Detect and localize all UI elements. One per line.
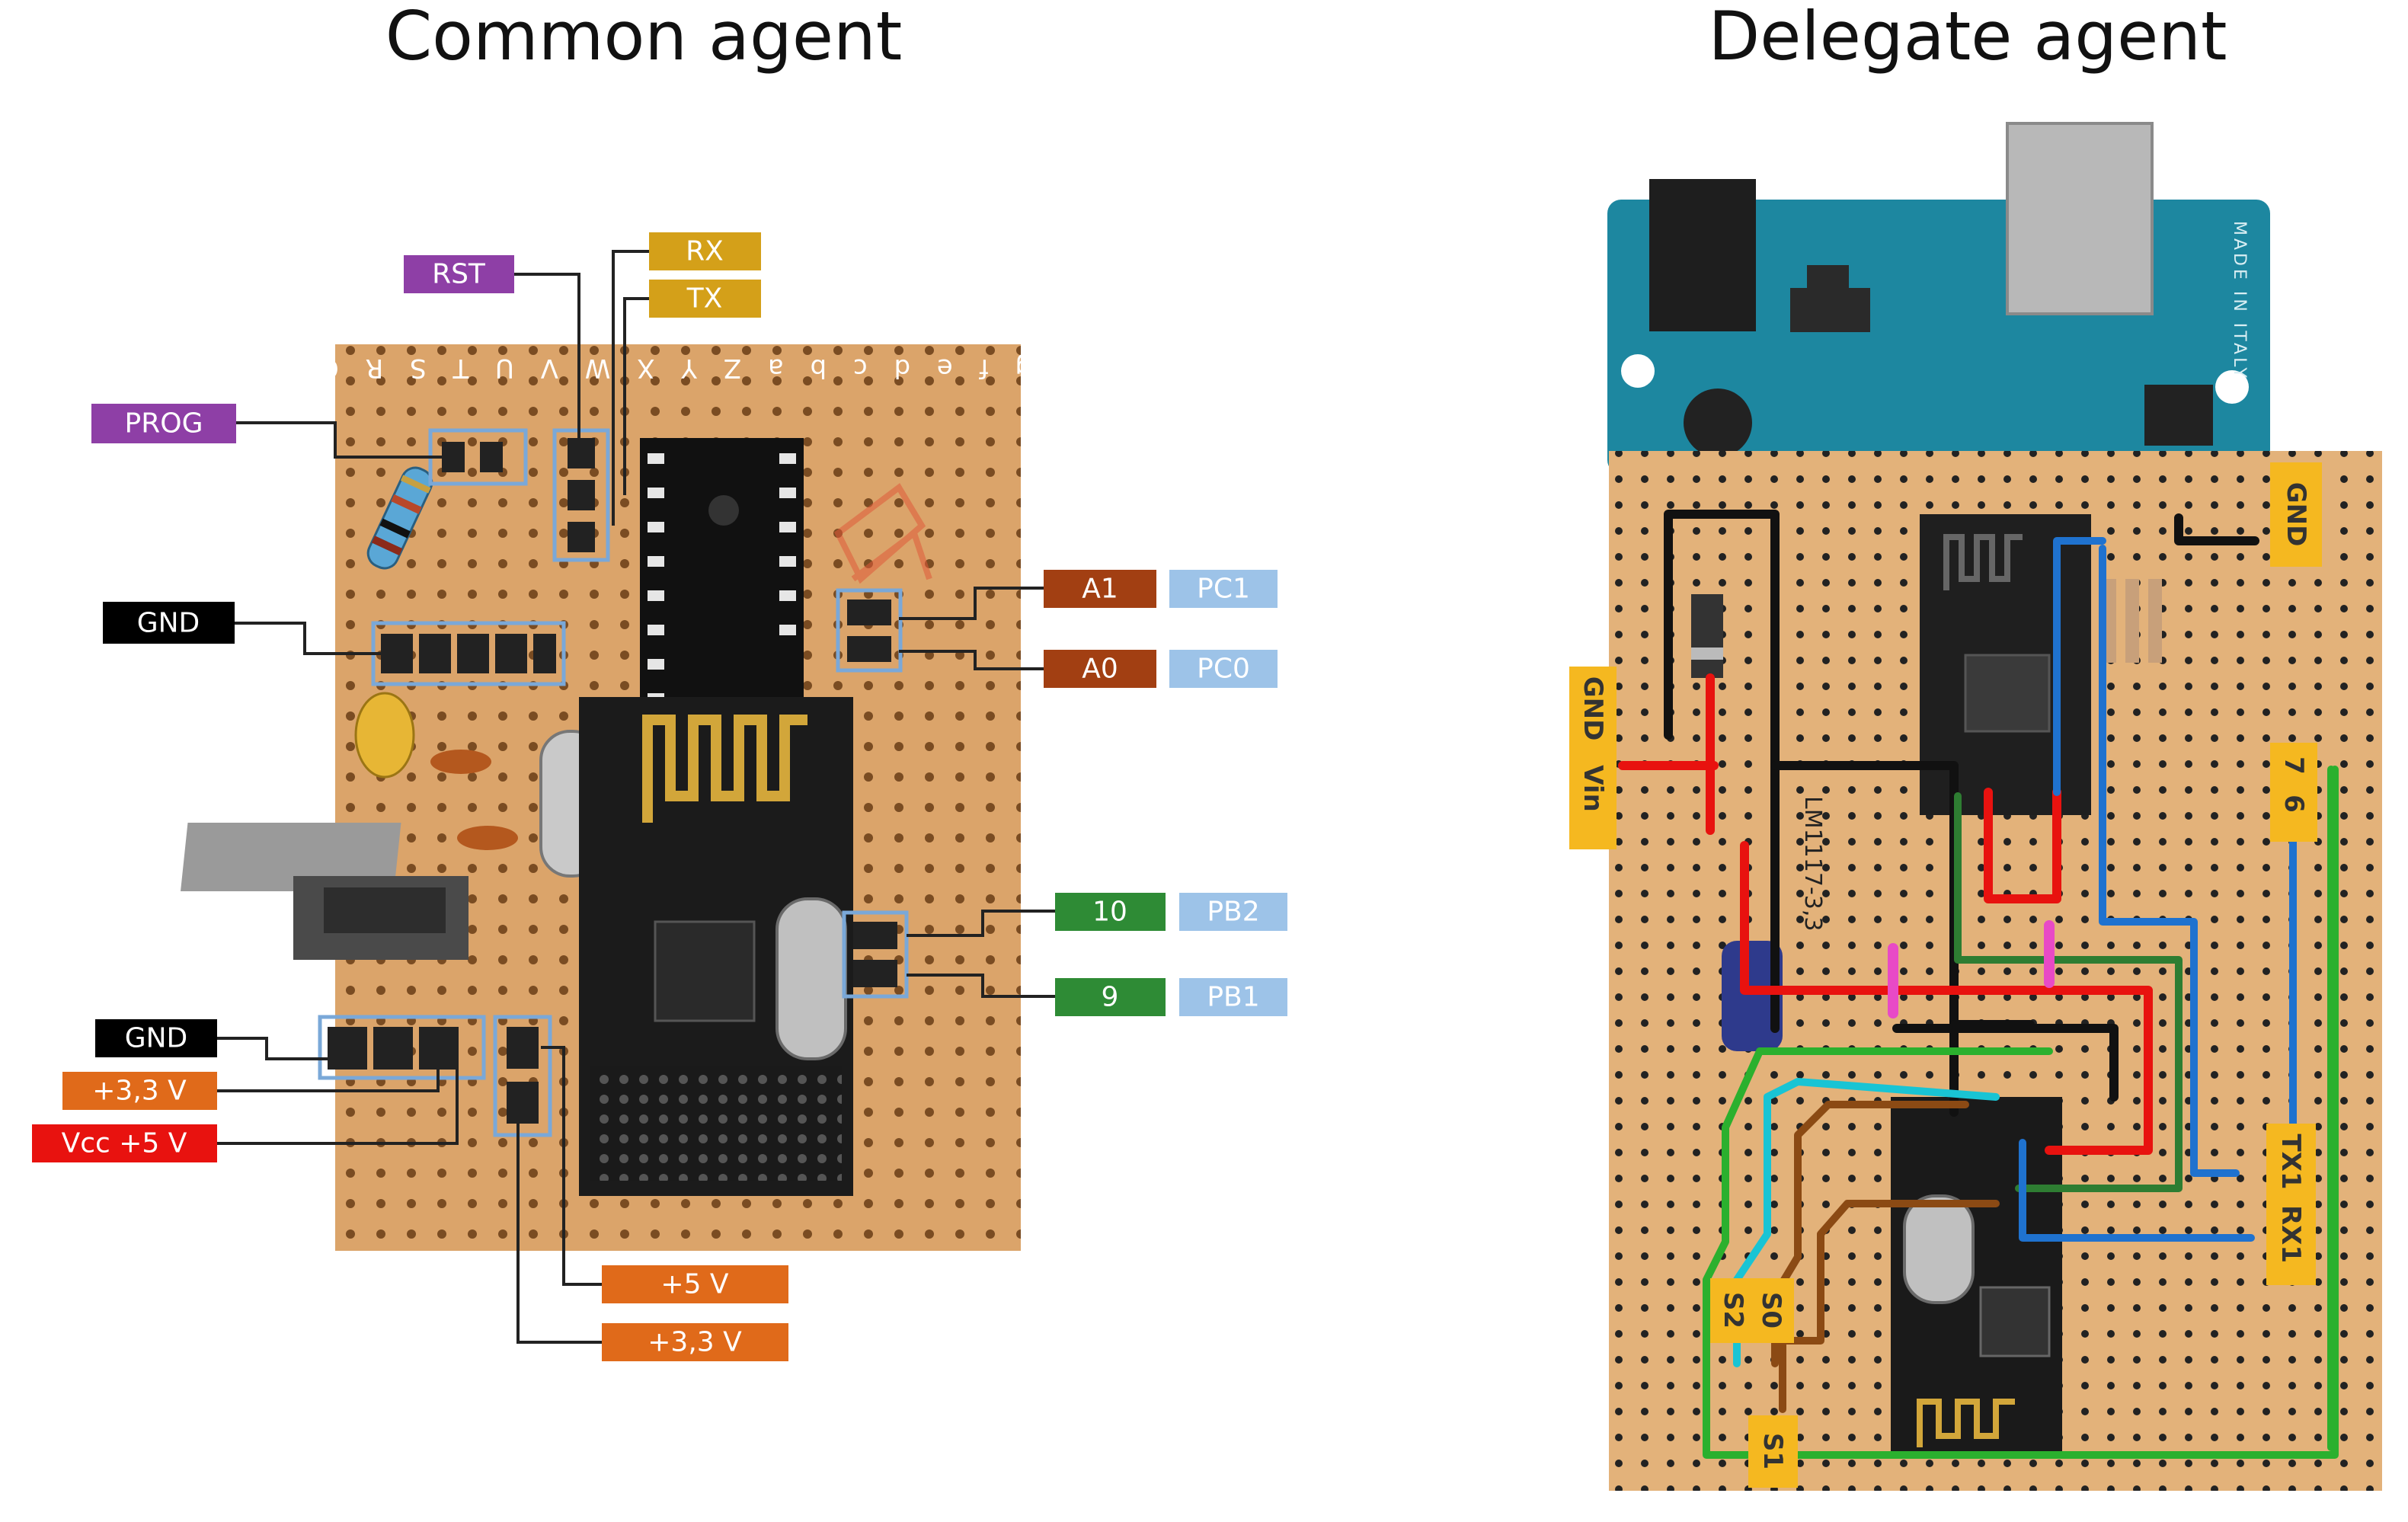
mount-hole <box>1621 354 1655 388</box>
label-pin6: 6 <box>2278 795 2309 813</box>
label-pc1: PC1 <box>1197 574 1250 605</box>
tag-a1 <box>1044 570 1156 608</box>
label-gnd-top: GND <box>137 608 200 639</box>
dc-jack <box>1649 179 1756 331</box>
pcb-antenna <box>642 715 807 823</box>
tag-gnd-top-delegate <box>2270 462 2322 567</box>
esp-module <box>1920 514 2091 815</box>
nrf24-radio-module <box>579 697 853 1196</box>
tag-gnd-top <box>103 602 235 644</box>
common-leader-lines <box>217 250 1055 1344</box>
radio-ic <box>654 920 756 1022</box>
tag-pin7-pin6 <box>2270 743 2317 842</box>
tag-v33-bottom <box>602 1323 788 1361</box>
tag-s1 <box>1748 1415 1798 1488</box>
tag-pin9 <box>1055 978 1166 1016</box>
label-v33-left: +3,3 V <box>92 1076 187 1107</box>
tag-a0 <box>1044 650 1156 688</box>
regulator-chip <box>1790 288 1870 332</box>
label-a1: A1 <box>1082 574 1118 605</box>
radio-crystal <box>775 897 847 1060</box>
tag-pb2 <box>1179 893 1287 931</box>
tag-prog <box>91 404 236 443</box>
tag-pin10 <box>1055 893 1166 931</box>
tag-gnd-vin <box>1569 667 1617 849</box>
tag-vcc5 <box>32 1124 217 1162</box>
label-rst: RST <box>432 259 486 290</box>
label-gnd-top-delegate: GND <box>2281 482 2311 547</box>
label-pc0: PC0 <box>1197 654 1250 685</box>
label-s0: S0 <box>1756 1292 1786 1329</box>
label-v5-bottom: +5 V <box>660 1269 729 1300</box>
label-gnd-vin-gnd: GND <box>1578 676 1608 741</box>
voltage-regulator <box>181 823 468 960</box>
label-pin10: 10 <box>1092 897 1127 928</box>
label-pb2: PB2 <box>1207 897 1259 928</box>
faded-outline <box>833 483 932 584</box>
tantalum-capacitor <box>354 692 415 779</box>
label-tx1: TX1 <box>2275 1134 2306 1189</box>
tag-rst <box>404 255 514 293</box>
tag-gnd-bottom <box>95 1019 217 1057</box>
diode <box>1691 594 1723 678</box>
label-rx: RX <box>686 236 724 267</box>
ceramic-capacitor <box>457 826 518 850</box>
tag-tx1-rx1 <box>2266 1124 2316 1285</box>
delegate-resistors <box>2103 579 2162 663</box>
tag-v33-left <box>62 1072 217 1110</box>
regulator-text: LM1117-3,3 <box>1799 796 1826 931</box>
common-label-tags: RST RX TX PROG GND A1 PC1 A0 PC0 10 PB2 … <box>32 232 1287 1361</box>
label-tx: TX <box>686 283 723 315</box>
ceramic-capacitor <box>430 750 491 774</box>
delegate-nrf24-module <box>1891 1097 2062 1451</box>
tag-v5-bottom <box>602 1265 788 1303</box>
pin-highlights <box>318 428 909 1137</box>
label-pb1: PB1 <box>1207 982 1259 1013</box>
arduino-mark: MADE IN ITALY <box>2230 221 2249 381</box>
delegate-agent-board: MADE IN ITALY LM1117-3,3 <box>1569 122 2382 1491</box>
tag-pc0 <box>1169 650 1278 688</box>
label-pin9: 9 <box>1102 982 1119 1013</box>
title-common-agent: Common agent <box>385 0 903 75</box>
icsp-header <box>2144 385 2213 446</box>
title-delegate-agent: Delegate agent <box>1708 0 2227 75</box>
label-prog: PROG <box>125 408 203 440</box>
label-gnd-vin-vin: Vin <box>1578 765 1608 812</box>
label-a0: A0 <box>1082 654 1118 685</box>
tag-rx <box>649 232 761 270</box>
capacitor-top <box>1684 388 1752 457</box>
radio-header <box>590 1066 842 1181</box>
label-rx1: RX1 <box>2275 1205 2306 1263</box>
label-s2: S2 <box>1718 1292 1748 1329</box>
header-pins <box>328 438 897 1124</box>
label-v33-bottom: +3,3 V <box>648 1327 742 1358</box>
board-row-letters: g f e d c b a Z Y X W V U T S R Q <box>309 353 1031 383</box>
tag-pc1 <box>1169 570 1278 608</box>
delegate-label-tags: GND GND Vin 7 6 TX1 RX1 S0 S2 S1 <box>1569 462 2322 1488</box>
mount-hole <box>2215 370 2249 404</box>
usb-connector <box>2006 122 2154 315</box>
tag-pb1 <box>1179 978 1287 1016</box>
label-pin7: 7 <box>2278 756 2309 775</box>
label-s1: S1 <box>1757 1433 1788 1469</box>
tag-s0-s2 <box>1710 1278 1794 1343</box>
common-agent-board: g f e d c b a Z Y X W V U T S R Q <box>181 344 1031 1251</box>
tag-tx <box>649 280 761 318</box>
resistor <box>366 466 433 570</box>
label-gnd-bottom: GND <box>125 1023 188 1054</box>
electrolytic-capacitor <box>1722 941 1783 1051</box>
label-vcc5: Vcc +5 V <box>62 1128 187 1159</box>
